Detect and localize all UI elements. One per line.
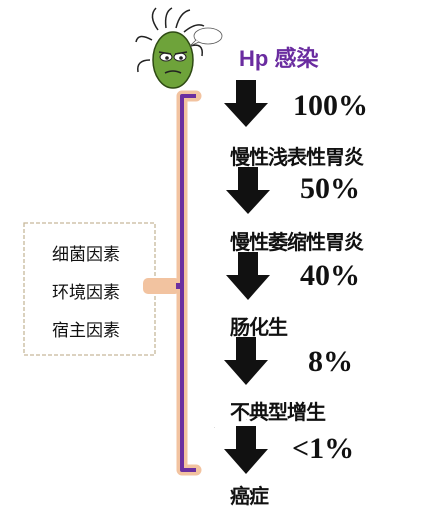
diagram-title: Hp 感染 (239, 46, 319, 71)
speech-bubble (193, 27, 223, 45)
stage-label: 癌症 (230, 484, 269, 508)
stage-rate: 50% (300, 172, 360, 205)
factor-connector (143, 278, 180, 294)
stage-label: 慢性萎缩性胃炎 (230, 230, 364, 254)
stage-label: 慢性浅表性胃炎 (230, 145, 364, 169)
bracket-glow (176, 90, 202, 476)
factor-box (23, 222, 156, 356)
down-arrow-icon (224, 426, 268, 474)
bracket-notch (176, 283, 184, 289)
stage-rate: <1% (292, 432, 355, 465)
stage-rate: 100% (293, 89, 368, 122)
factor-label: 细菌因素 (52, 245, 120, 265)
stage-rate: 8% (308, 345, 353, 378)
factor-label: 宿主因素 (52, 321, 120, 341)
down-arrow-icon (226, 167, 270, 214)
stage-label: 肠化生 (230, 315, 288, 339)
stage-label: 不典型增生 (230, 400, 326, 424)
down-arrow-icon (226, 252, 270, 300)
stage-rate: 40% (300, 259, 360, 292)
down-arrow-icon (224, 337, 268, 385)
down-arrow-icon (224, 80, 268, 127)
svg-text:.: . (246, 416, 247, 421)
svg-text:.: . (214, 424, 215, 429)
bacteria-cartoon-icon (135, 7, 205, 89)
factor-label: 环境因素 (52, 283, 120, 303)
